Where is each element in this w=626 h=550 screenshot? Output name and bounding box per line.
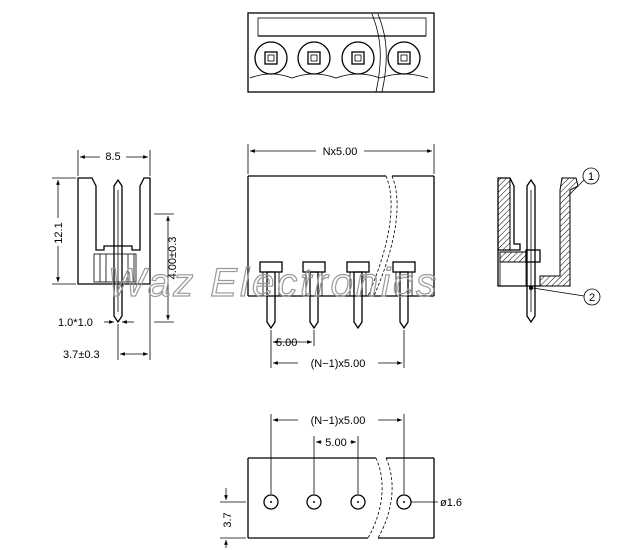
front-pin-1 xyxy=(259,261,283,330)
front-view: Nx5.00 5.00 (N−1)x5.00 xyxy=(247,144,435,370)
dimension-span-front: (N−1)x5.00 xyxy=(273,330,405,370)
section-view: 1 2 xyxy=(497,167,601,324)
bottom-break-line-b xyxy=(377,457,393,539)
dim-n-1-bottom: (N−1)x5.00 xyxy=(311,415,366,427)
side-view-housing-ribs xyxy=(93,253,137,283)
front-pin-2 xyxy=(302,261,326,330)
bottom-break-line-a xyxy=(367,457,383,539)
dim-5-00-front: 5.00 xyxy=(276,337,297,349)
dimension-pitch-bottom: 5.00 xyxy=(316,436,359,494)
dimension-pin-square: 1.0*1.0 xyxy=(58,317,134,329)
bottom-view: (N−1)x5.00 5.00 ø1.6 3.7 xyxy=(220,413,462,548)
top-view-pin-4 xyxy=(387,41,421,75)
watermark: Waz Electronics xyxy=(108,261,439,305)
dimension-span-bottom: (N−1)x5.00 xyxy=(273,413,402,427)
side-view-pin xyxy=(113,178,123,324)
dimension-pin-height: 4.00±0.3 xyxy=(154,213,179,323)
side-view: 8.5 12.1 4.00±0.3 1.0*1.0 3.7±0.3 xyxy=(50,149,179,361)
dim-4-00: 4.00±0.3 xyxy=(167,237,179,280)
top-break-line-b xyxy=(377,13,387,93)
bottom-hole-3 xyxy=(350,494,366,510)
dimension-pin-below: 3.7±0.3 xyxy=(63,286,151,361)
top-break-line-a xyxy=(371,13,381,93)
callout-1-label: 1 xyxy=(588,171,594,183)
dimension-pitch-front: 5.00 xyxy=(270,330,315,368)
section-view-pin xyxy=(526,178,536,324)
dimension-total-width: Nx5.00 xyxy=(247,144,435,174)
dim-5-00-bottom: 5.00 xyxy=(325,437,346,449)
top-view-pin-1 xyxy=(254,41,288,75)
dim-nx5: Nx5.00 xyxy=(323,146,358,158)
dim-12-1: 12.1 xyxy=(53,222,65,243)
dimension-height-12-1: 12.1 xyxy=(50,177,76,285)
front-pin-4 xyxy=(392,261,416,330)
callout-1: 1 xyxy=(567,167,600,197)
dim-8-5: 8.5 xyxy=(105,151,120,163)
front-pin-3 xyxy=(346,261,370,330)
dimension-width-8-5: 8.5 xyxy=(77,149,151,176)
bottom-hole-4 xyxy=(396,494,412,510)
bottom-hole-1 xyxy=(263,494,279,510)
dim-1-0: 1.0*1.0 xyxy=(58,317,93,329)
dimension-hole-dia: ø1.6 xyxy=(411,497,462,509)
top-view-pin-2 xyxy=(297,41,331,75)
top-view-pin-3 xyxy=(341,41,375,75)
dimension-row-offset: 3.7 xyxy=(220,488,246,548)
bottom-hole-2 xyxy=(306,494,322,510)
callout-2-label: 2 xyxy=(589,292,595,304)
dim-3-7-row: 3.7 xyxy=(222,512,234,527)
callout-2: 2 xyxy=(532,287,601,306)
dim-hole-dia: ø1.6 xyxy=(440,497,462,509)
top-view xyxy=(247,12,435,93)
dim-3-7: 3.7±0.3 xyxy=(63,349,100,361)
dim-n-1-front: (N−1)x5.00 xyxy=(311,358,366,370)
